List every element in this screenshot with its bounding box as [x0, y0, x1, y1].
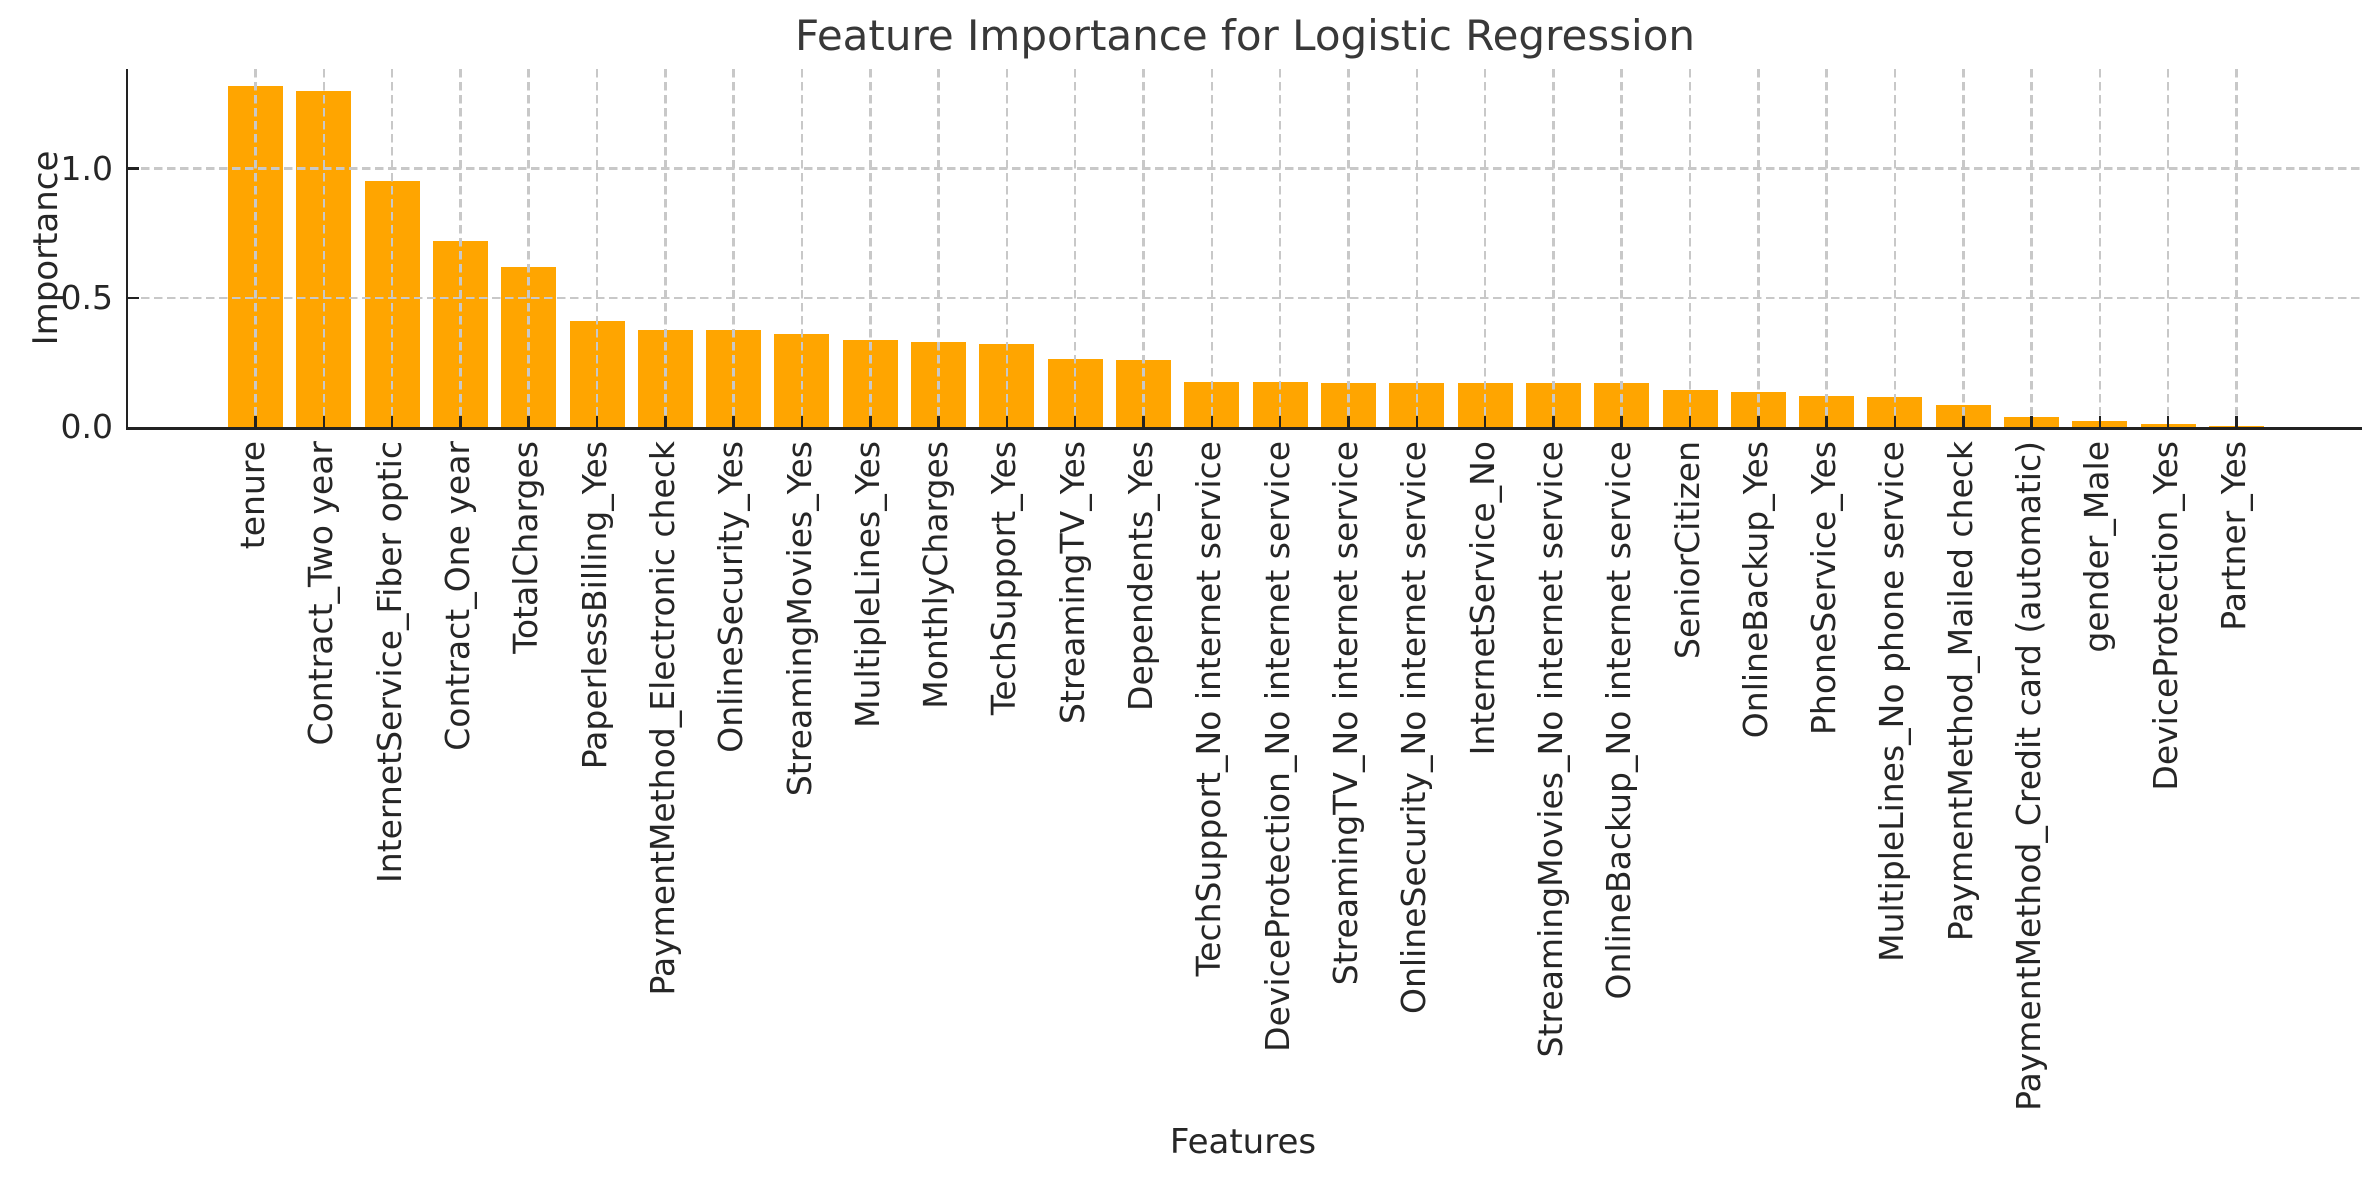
v-gridline [595, 69, 599, 427]
x-tick-mark [1483, 416, 1487, 427]
v-gridline [322, 69, 326, 427]
x-tick-mark [459, 416, 462, 427]
v-gridline [390, 69, 394, 427]
v-gridline [1073, 69, 1077, 427]
v-gridline [1347, 69, 1350, 427]
x-tick-mark [1210, 416, 1214, 427]
x-tick-mark [254, 416, 257, 427]
v-gridline [2235, 69, 2238, 427]
v-gridline [1005, 69, 1009, 427]
v-gridline [1757, 69, 1760, 427]
x-tick-mark [800, 416, 804, 427]
x-tick-mark [1005, 416, 1009, 427]
x-tick-mark [732, 416, 735, 427]
v-gridline [1825, 69, 1828, 427]
x-tick-mark [390, 416, 394, 427]
v-gridline [664, 69, 667, 427]
y-tick-label: 0.5 [60, 277, 113, 317]
v-gridline [1620, 69, 1623, 427]
v-gridline [1210, 69, 1214, 427]
v-gridline [869, 69, 872, 427]
x-tick-mark [937, 416, 940, 427]
x-tick-mark [1073, 416, 1077, 427]
x-tick-mark [1347, 416, 1350, 427]
v-gridline [2166, 69, 2170, 427]
x-tick-mark [2030, 416, 2033, 427]
x-tick-label: Partner_Yes [2214, 441, 2254, 631]
x-tick-mark [322, 416, 326, 427]
v-gridline [800, 69, 804, 427]
x-tick-mark [1688, 416, 1692, 427]
v-gridline [1278, 69, 1282, 427]
x-tick-mark [1757, 416, 1760, 427]
v-gridline [1962, 69, 1965, 427]
v-gridline [459, 69, 462, 427]
y-tick-label: 1.0 [60, 148, 113, 188]
x-tick-mark [869, 416, 872, 427]
h-gridline [127, 167, 2362, 170]
x-tick-mark [1552, 416, 1555, 427]
v-gridline [732, 69, 735, 427]
x-tick-mark [1893, 416, 1897, 427]
chart-title: Feature Importance for Logistic Regressi… [794, 11, 1696, 60]
v-gridline [937, 69, 940, 427]
x-tick-mark [595, 416, 599, 427]
x-tick-mark [1415, 416, 1419, 427]
v-gridline [1483, 69, 1487, 427]
v-gridline [1552, 69, 1555, 427]
v-gridline [1142, 69, 1145, 427]
v-gridline [1893, 69, 1897, 427]
v-gridline [254, 69, 257, 427]
y-tick-label: 0.0 [60, 407, 113, 446]
x-tick-mark [1278, 416, 1282, 427]
x-tick-mark [1620, 416, 1623, 427]
y-tick-labels: 0.0 0.5 1.0 [0, 69, 113, 447]
x-tick-mark [2098, 416, 2102, 427]
x-axis-label: Features [1169, 1122, 1317, 1162]
x-tick-mark [1142, 416, 1145, 427]
x-tick-mark [1962, 416, 1965, 427]
x-tick-mark [2166, 416, 2170, 427]
v-gridline [527, 69, 530, 427]
x-tick-mark [664, 416, 667, 427]
v-gridline [1688, 69, 1692, 427]
y-tick-mark [127, 167, 139, 170]
v-gridline [2098, 69, 2102, 427]
x-tick-mark [1825, 416, 1828, 427]
v-gridline [1415, 69, 1419, 427]
plot-area [125, 69, 2362, 430]
v-gridline [2030, 69, 2033, 427]
y-tick-mark [127, 296, 139, 299]
x-tick-mark [2235, 416, 2238, 427]
x-tick-mark [527, 416, 530, 427]
h-gridline [127, 296, 2362, 299]
